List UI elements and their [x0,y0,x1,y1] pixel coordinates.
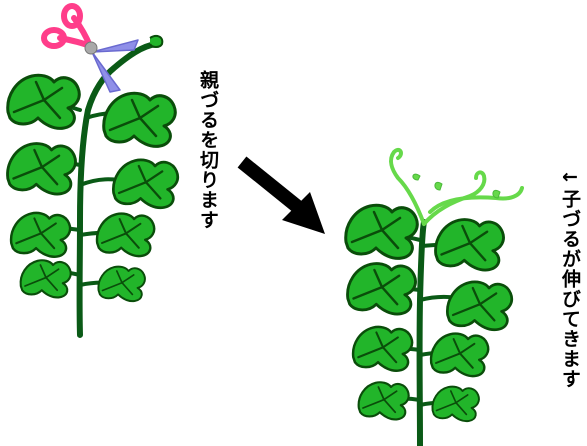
leaf [8,144,76,194]
plant-before-cut [8,36,178,335]
leaf [104,93,176,146]
arrow-down-right-icon [242,162,325,234]
leaf [431,334,488,377]
caption-side-vines-grow: ←子づるが伸びてきます [560,166,579,389]
leaf [97,214,154,257]
leaf [436,220,504,270]
leaf [353,327,412,371]
vine-tip [150,36,162,47]
leaf [8,75,80,128]
leaf [447,282,511,330]
leaf [11,213,70,257]
leaf [346,205,418,258]
leaf [21,260,71,297]
leaf [359,382,409,419]
leaf [348,264,416,314]
leaf [98,267,144,302]
caption-cut-main-vine: 親づるを切ります [198,70,217,230]
plant-after-cut [346,150,522,446]
leaf [113,160,177,208]
leaf [432,387,478,422]
main-stem [420,222,424,446]
